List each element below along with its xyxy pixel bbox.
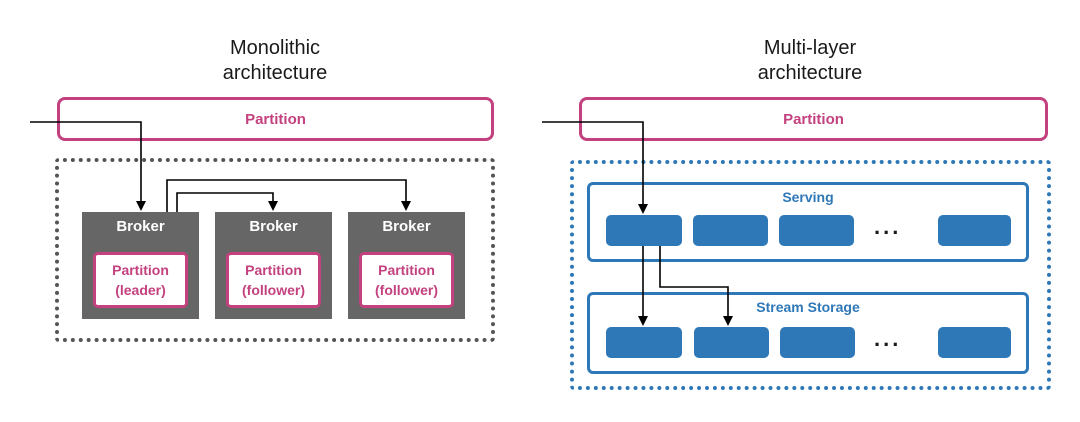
serving-node [938, 215, 1011, 246]
partition-follower-line2: (follower) [375, 282, 438, 298]
broker-label: Broker [116, 218, 165, 235]
storage-node [694, 327, 769, 358]
storage-node [606, 327, 682, 358]
partition-follower-box: Partition (follower) [359, 252, 454, 308]
multilayer-partition-bar: Partition [579, 97, 1048, 141]
storage-ellipsis: ... [874, 326, 902, 351]
monolithic-partition-label: Partition [245, 110, 306, 128]
storage-node [780, 327, 855, 358]
serving-node [779, 215, 854, 246]
monolithic-cluster-boundary [55, 158, 495, 342]
multilayer-partition-label: Partition [783, 110, 844, 128]
serving-node [693, 215, 768, 246]
monolithic-partition-bar: Partition [57, 97, 494, 141]
multilayer-title: Multi-layer architecture [710, 36, 910, 86]
partition-leader-line2: (leader) [115, 282, 166, 298]
partition-leader-box: Partition (leader) [93, 252, 188, 308]
partition-follower-box: Partition (follower) [226, 252, 321, 308]
broker-follower-1: Broker Partition (follower) [215, 212, 332, 319]
multilayer-title-line1: Multi-layer [763, 37, 857, 59]
partition-follower-line1: Partition [378, 262, 435, 278]
broker-leader: Broker Partition (leader) [82, 212, 199, 319]
broker-label: Broker [382, 218, 431, 235]
multilayer-cluster-boundary [570, 160, 1051, 390]
broker-label: Broker [249, 218, 298, 235]
partition-leader-line1: Partition [112, 262, 169, 278]
serving-ellipsis: ... [874, 214, 902, 239]
stream-storage-label: Stream Storage [756, 299, 860, 315]
monolithic-title-line2: architecture [222, 62, 328, 84]
storage-node [938, 327, 1011, 358]
serving-label: Serving [782, 189, 834, 205]
monolithic-title: Monolithic architecture [175, 36, 375, 86]
serving-node [606, 215, 682, 246]
monolithic-title-line1: Monolithic [229, 37, 321, 59]
partition-follower-line1: Partition [245, 262, 302, 278]
multilayer-title-line2: architecture [757, 62, 863, 84]
partition-follower-line2: (follower) [242, 282, 305, 298]
broker-follower-2: Broker Partition (follower) [348, 212, 465, 319]
